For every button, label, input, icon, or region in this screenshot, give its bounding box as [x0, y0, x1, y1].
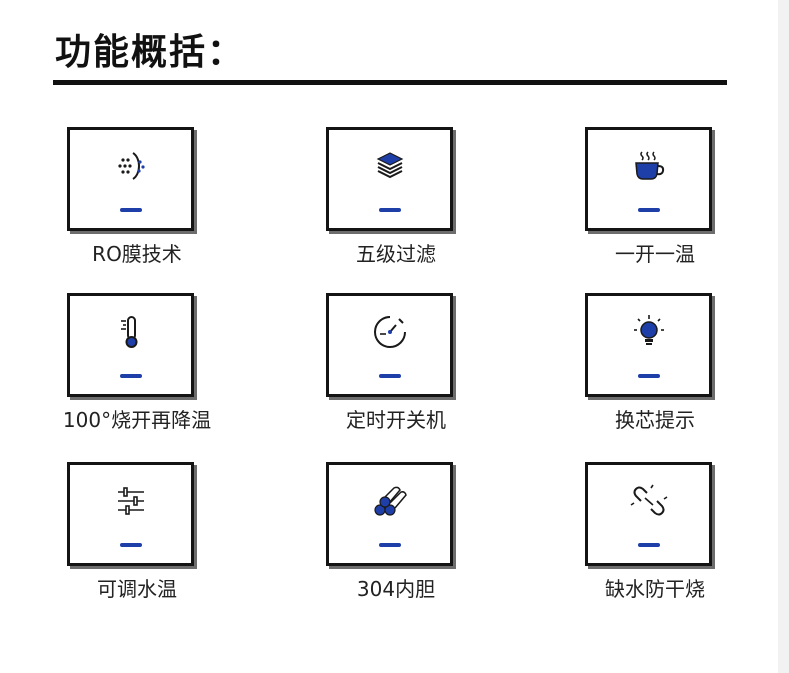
accent-dash	[119, 374, 142, 378]
feature-card	[585, 127, 712, 231]
feature-card	[67, 293, 194, 397]
feature-label: 五级过滤	[356, 242, 436, 266]
accent-dash	[637, 543, 660, 547]
sliders-icon	[111, 481, 151, 521]
feature-label: 换芯提示	[615, 408, 695, 432]
accent-dash	[637, 208, 660, 212]
feature-filter-reminder: 换芯提示	[585, 293, 725, 432]
feature-five-stage-filter: 五级过滤	[326, 127, 466, 266]
feature-label: 缺水防干烧	[605, 577, 705, 601]
accent-dash	[378, 208, 401, 212]
steel-rods-icon	[370, 481, 410, 521]
feature-label: 可调水温	[97, 577, 177, 601]
feature-label: RO膜技术	[92, 242, 182, 266]
feature-timer-power: 定时开关机	[326, 293, 466, 432]
feature-card	[67, 462, 194, 566]
feature-label: 304内胆	[356, 577, 436, 601]
accent-dash	[119, 543, 142, 547]
feature-adjustable-temp: 可调水温	[67, 462, 207, 601]
feature-card	[326, 127, 453, 231]
lightbulb-icon	[629, 312, 669, 352]
feature-dry-burn-protect: 缺水防干烧	[585, 462, 725, 601]
feature-card	[326, 462, 453, 566]
feature-one-open-one-warm: 一开一温	[585, 127, 725, 266]
hot-cup-icon	[629, 146, 669, 186]
accent-dash	[637, 374, 660, 378]
feature-ro-membrane: RO膜技术	[67, 127, 207, 266]
feature-card	[326, 293, 453, 397]
layers-filter-icon	[370, 146, 410, 186]
feature-card	[585, 293, 712, 397]
broken-link-icon	[629, 481, 669, 521]
feature-boil-then-cool: 100°烧开再降温	[63, 293, 211, 432]
feature-label: 定时开关机	[346, 408, 446, 432]
thermometer-icon	[111, 312, 151, 352]
feature-card	[585, 462, 712, 566]
page-edge	[778, 0, 789, 673]
page-title: 功能概括：	[55, 32, 246, 73]
feature-label: 100°烧开再降温	[62, 408, 212, 432]
timer-icon	[370, 312, 410, 352]
accent-dash	[378, 543, 401, 547]
feature-304-liner: 304内胆	[326, 462, 466, 601]
accent-dash	[119, 208, 142, 212]
title-divider	[53, 80, 727, 85]
ro-membrane-icon	[111, 146, 151, 186]
accent-dash	[378, 374, 401, 378]
feature-card	[67, 127, 194, 231]
feature-label: 一开一温	[615, 242, 695, 266]
